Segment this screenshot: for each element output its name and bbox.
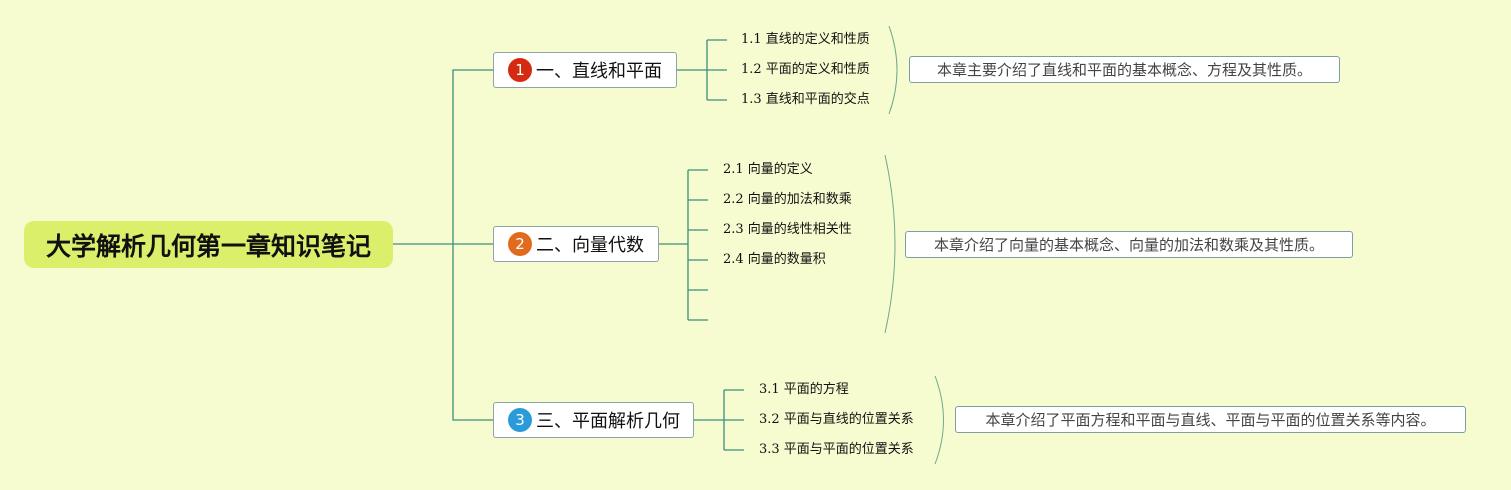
topic-1-3[interactable]: 1.3 直线和平面的交点 bbox=[741, 92, 870, 107]
topic-3-2[interactable]: 3.2 平面与直线的位置关系 bbox=[759, 412, 914, 427]
chapter-2-node[interactable]: 2 二、向量代数 bbox=[493, 226, 659, 262]
chapter-3-summary[interactable]: 本章介绍了平面方程和平面与直线、平面与平面的位置关系等内容。 bbox=[955, 406, 1466, 433]
chapter-1-title: 一、直线和平面 bbox=[536, 61, 662, 82]
chapter-3-connector bbox=[694, 389, 744, 451]
spine-connector bbox=[452, 69, 493, 421]
topic-3-3[interactable]: 3.3 平面与平面的位置关系 bbox=[759, 442, 914, 457]
topic-2-3[interactable]: 2.3 向量的线性相关性 bbox=[723, 222, 852, 237]
topic-3-1[interactable]: 3.1 平面的方程 bbox=[759, 382, 849, 397]
summary-brace-1 bbox=[888, 25, 898, 115]
topic-2-4[interactable]: 2.4 向量的数量积 bbox=[723, 252, 826, 267]
summary-brace-2 bbox=[884, 154, 896, 334]
root-topic[interactable]: 大学解析几何第一章知识笔记 bbox=[24, 221, 393, 268]
topic-1-1[interactable]: 1.1 直线的定义和性质 bbox=[741, 32, 870, 47]
priority-3-badge-icon: 3 bbox=[508, 408, 532, 432]
chapter-2-title: 二、向量代数 bbox=[536, 235, 644, 256]
chapter-3-node[interactable]: 3 三、平面解析几何 bbox=[493, 402, 694, 438]
chapter-1-summary[interactable]: 本章主要介绍了直线和平面的基本概念、方程及其性质。 bbox=[909, 56, 1340, 83]
priority-1-badge-icon: 1 bbox=[508, 58, 532, 82]
summary-brace-3 bbox=[934, 375, 944, 465]
chapter-1-connector bbox=[677, 39, 727, 101]
priority-2-badge-icon: 2 bbox=[508, 232, 532, 256]
chapter-2-summary[interactable]: 本章介绍了向量的基本概念、向量的加法和数乘及其性质。 bbox=[905, 231, 1353, 258]
chapter-3-title: 三、平面解析几何 bbox=[536, 411, 680, 432]
chapter-2-connector bbox=[659, 169, 708, 321]
topic-1-2[interactable]: 1.2 平面的定义和性质 bbox=[741, 62, 870, 77]
topic-2-1[interactable]: 2.1 向量的定义 bbox=[723, 162, 813, 177]
topic-2-2[interactable]: 2.2 向量的加法和数乘 bbox=[723, 192, 852, 207]
chapter-1-node[interactable]: 1 一、直线和平面 bbox=[493, 52, 677, 88]
